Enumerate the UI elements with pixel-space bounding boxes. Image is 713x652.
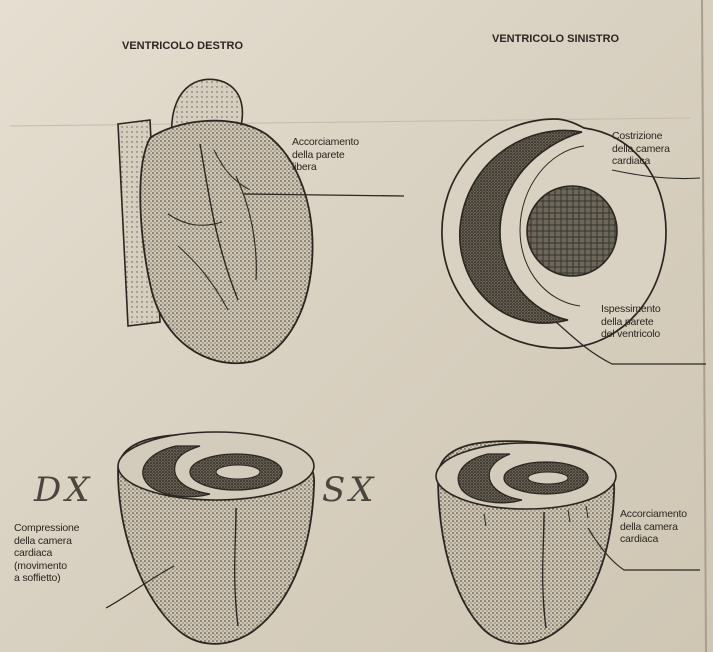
page-edge [702, 0, 706, 652]
label-free-wall: Accorciamento della parete libera [292, 136, 359, 174]
label-chamber-constriction: Costrizione della camera cardiaca [612, 130, 670, 168]
label-wall-thickening: Ispessimento della parete del ventricolo [601, 303, 660, 341]
handwritten-sx: SX [322, 470, 378, 510]
label-chamber-compression: Compressione della camera cardiaca (movi… [14, 522, 79, 585]
heading-left-ventricle: VENTRICOLO SINISTRO [492, 33, 619, 45]
faint-rule [10, 118, 690, 126]
handwritten-dx: DX [34, 470, 93, 510]
heading-right-ventricle: VENTRICOLO DESTRO [122, 40, 243, 52]
label-chamber-shortening: Accorciamento della camera cardiaca [620, 508, 687, 546]
cut-heart-left-illustration [106, 432, 314, 644]
